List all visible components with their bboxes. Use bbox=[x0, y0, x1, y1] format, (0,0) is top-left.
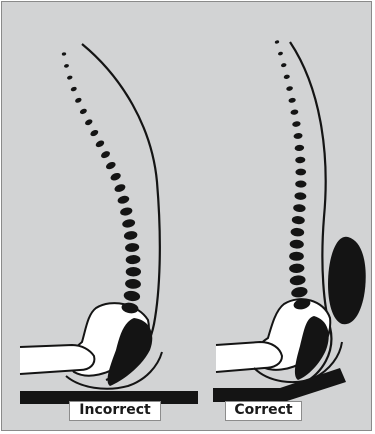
incorrect-femur bbox=[20, 345, 94, 374]
incorrect-label: Incorrect bbox=[69, 401, 161, 421]
correct-vertebra bbox=[289, 252, 304, 261]
posture-comparison-diagram bbox=[2, 2, 372, 431]
correct-label: Correct bbox=[225, 401, 302, 421]
correct-seat-flat bbox=[213, 388, 285, 402]
correct-femur bbox=[216, 342, 282, 372]
incorrect-vertebra bbox=[126, 267, 141, 276]
